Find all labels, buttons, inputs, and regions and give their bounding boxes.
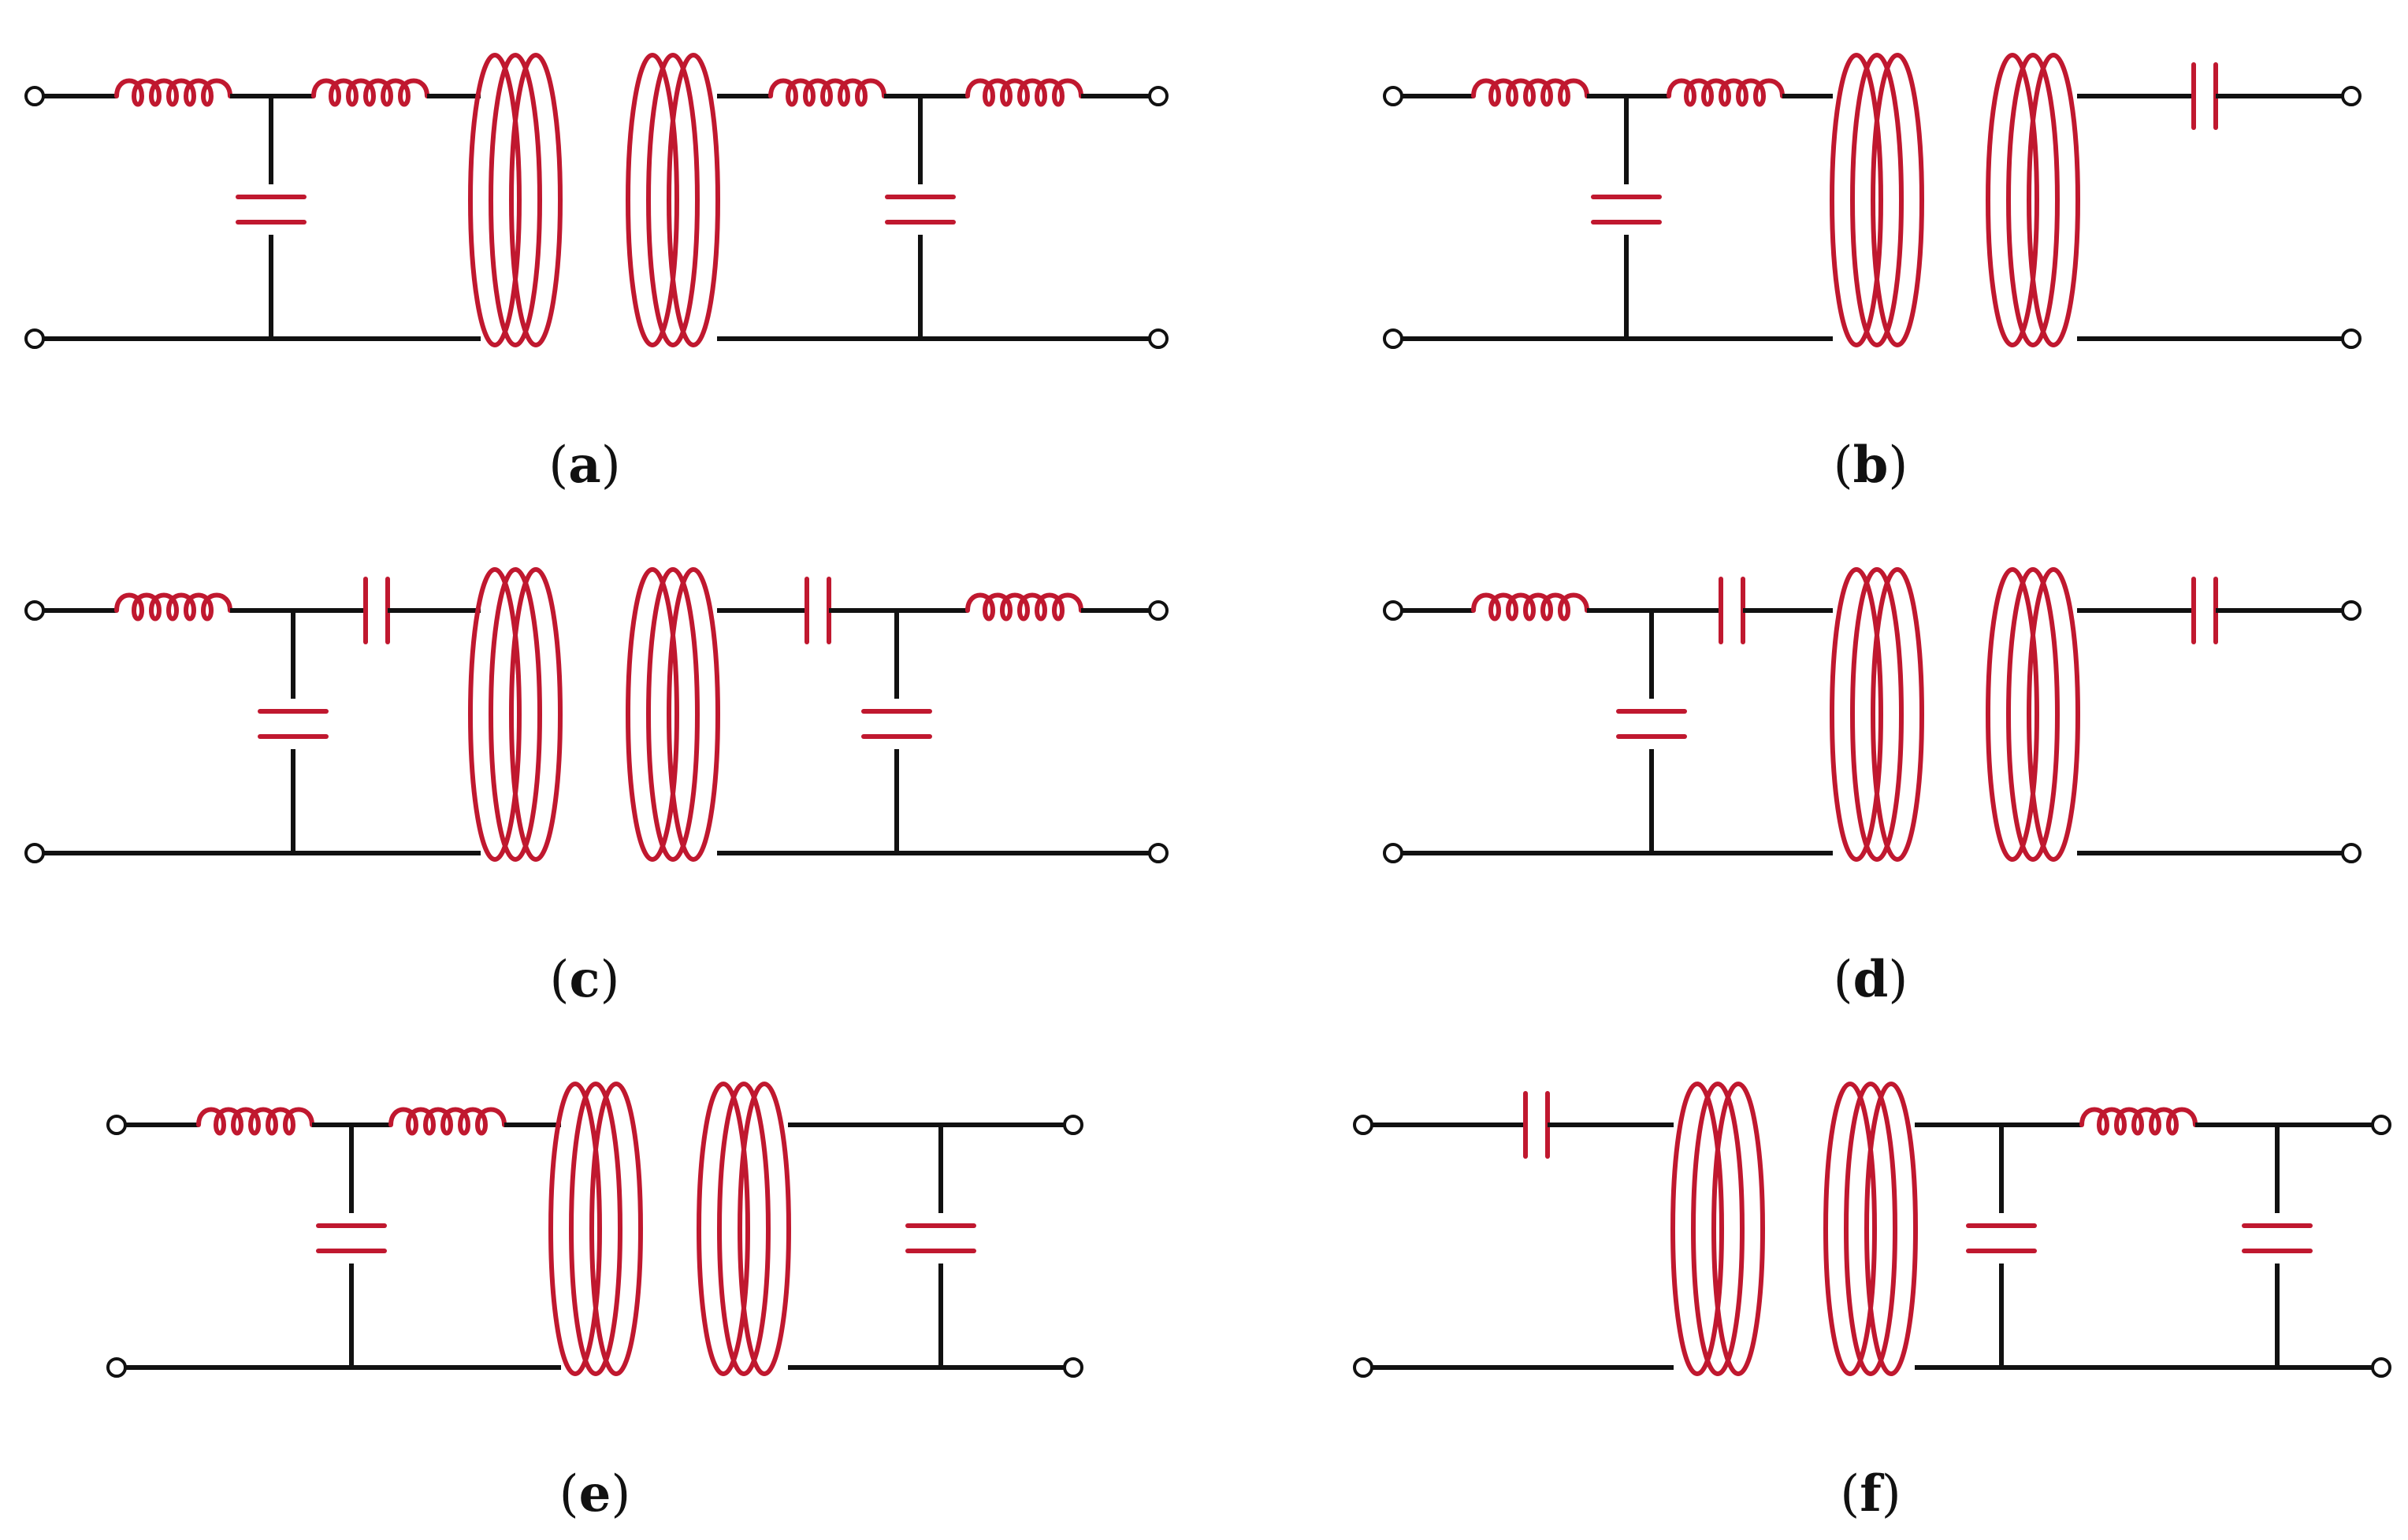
panel-caption-f: (f): [1840, 1464, 1901, 1523]
caption-letter: a: [568, 436, 600, 495]
secondary-coil-icon: [628, 570, 718, 859]
capacitor-icon: [864, 711, 930, 737]
terminal-icon: [1148, 86, 1169, 106]
terminal-icon: [106, 1357, 127, 1378]
primary-coil-icon: [1832, 570, 1922, 859]
terminal-icon: [24, 600, 45, 621]
terminal-icon: [24, 328, 45, 349]
caption-letter: b: [1853, 436, 1889, 495]
primary-coil-icon: [1832, 55, 1922, 345]
terminal-icon: [106, 1115, 127, 1135]
inductor-icon: [1467, 81, 1593, 105]
panel-caption-c: (c): [550, 950, 620, 1009]
primary-coil-icon: [470, 570, 560, 859]
terminal-icon: [1383, 843, 1403, 863]
terminal-icon: [1063, 1115, 1083, 1135]
primary-coil-icon: [1673, 1084, 1763, 1374]
capacitor-icon: [1593, 197, 1659, 222]
panel-e: (e): [106, 1084, 1083, 1523]
inductor-icon: [2075, 1110, 2202, 1134]
panel-caption-a: (a): [548, 436, 620, 495]
caption-letter: d: [1853, 950, 1889, 1009]
caption-letter: c: [570, 950, 600, 1009]
caption-letter: e: [579, 1464, 611, 1523]
inductor-icon: [110, 596, 236, 619]
capacitor-icon: [260, 711, 326, 737]
capacitor-icon: [1618, 711, 1685, 737]
series-capacitor-icon: [807, 579, 829, 642]
terminal-icon: [24, 86, 45, 106]
inductor-icon: [110, 81, 236, 105]
panel-caption-e: (e): [559, 1464, 631, 1523]
capacitor-icon: [238, 197, 304, 222]
panel-caption-b: (b): [1834, 436, 1908, 495]
terminal-icon: [1383, 600, 1403, 621]
terminal-icon: [1353, 1115, 1373, 1135]
secondary-coil-icon: [1988, 55, 2078, 345]
secondary-coil-icon: [628, 55, 718, 345]
terminal-icon: [1148, 328, 1169, 349]
panel-caption-d: (d): [1834, 950, 1908, 1009]
panel-d: (d): [1383, 570, 2362, 1009]
capacitor-icon: [1968, 1226, 2035, 1251]
terminal-icon: [2341, 328, 2362, 349]
secondary-coil-icon: [1826, 1084, 1916, 1374]
terminal-icon: [1383, 328, 1403, 349]
panel-c: (c): [24, 570, 1169, 1009]
series-capacitor-icon: [2194, 65, 2216, 128]
inductor-icon: [385, 1110, 511, 1134]
panel-b: (b): [1383, 55, 2362, 495]
terminal-icon: [1383, 86, 1403, 106]
terminal-icon: [2371, 1357, 2391, 1378]
terminal-icon: [1353, 1357, 1373, 1378]
primary-coil-icon: [551, 1084, 641, 1374]
inductor-icon: [307, 81, 433, 105]
terminal-icon: [2341, 600, 2362, 621]
terminal-icon: [2341, 843, 2362, 863]
terminal-icon: [24, 843, 45, 863]
terminal-icon: [1148, 600, 1169, 621]
terminal-icon: [2371, 1115, 2391, 1135]
inductor-icon: [961, 596, 1087, 619]
terminal-icon: [1063, 1357, 1083, 1378]
inductor-icon: [192, 1110, 318, 1134]
primary-coil-icon: [470, 55, 560, 345]
terminal-icon: [2341, 86, 2362, 106]
caption-letter: f: [1860, 1464, 1884, 1523]
series-capacitor-icon: [1721, 579, 1743, 642]
inductor-icon: [1663, 81, 1789, 105]
inductor-icon: [961, 81, 1087, 105]
capacitor-icon: [887, 197, 953, 222]
terminal-icon: [1148, 843, 1169, 863]
secondary-coil-icon: [1988, 570, 2078, 859]
inductor-icon: [1467, 596, 1593, 619]
series-capacitor-icon: [2194, 579, 2216, 642]
inductor-icon: [764, 81, 890, 105]
capacitor-icon: [2244, 1226, 2310, 1251]
secondary-coil-icon: [699, 1084, 789, 1374]
panel-a: (a): [24, 55, 1169, 495]
capacitor-icon: [318, 1226, 385, 1251]
series-capacitor-icon: [366, 579, 388, 642]
series-capacitor-icon: [1525, 1093, 1548, 1156]
panel-f: (f): [1353, 1084, 2391, 1523]
capacitor-icon: [908, 1226, 974, 1251]
